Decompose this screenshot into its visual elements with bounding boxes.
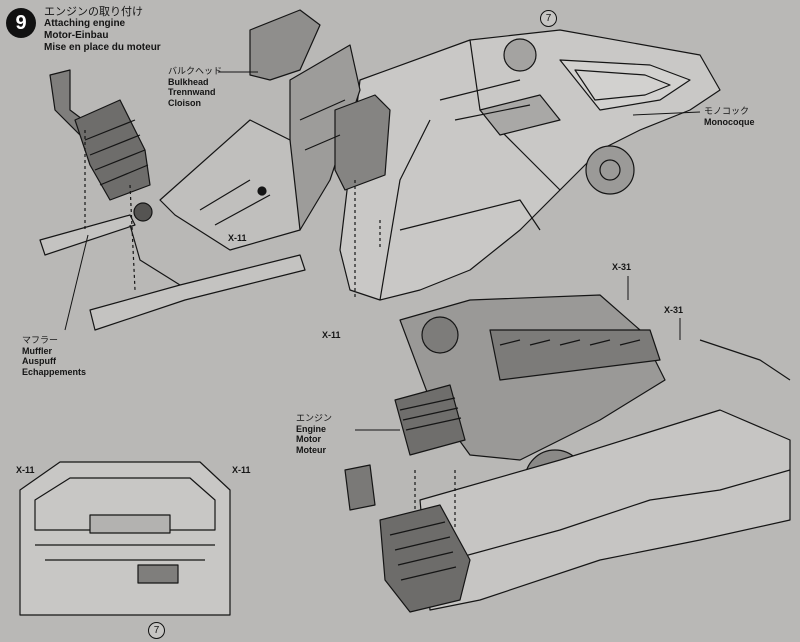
rear-view-inset xyxy=(19,461,231,616)
part-x11-tag: X-11 xyxy=(16,465,35,475)
part-x31-tag: X-31 xyxy=(612,262,632,272)
lower-chassis-drawing xyxy=(344,339,791,613)
upper-frame-drawing xyxy=(39,119,306,331)
monocoque-drawing xyxy=(339,29,721,301)
leader-lines xyxy=(64,71,701,431)
bulkhead-drawing xyxy=(249,9,391,231)
bulkhead-label: バルクヘッド Bulkhead Trennwand Cloison xyxy=(168,66,223,108)
part-x11-tag: X-11 xyxy=(228,233,247,243)
muffler-drawing xyxy=(49,69,153,222)
part-x11-tag: X-11 xyxy=(232,465,251,475)
part-x31-tag: X-31 xyxy=(664,305,684,315)
guide-lines xyxy=(84,130,456,530)
reference-callout: 7 xyxy=(540,10,557,27)
step-title-de: Motor-Einbau xyxy=(44,30,109,41)
reference-callout: 7 xyxy=(148,622,165,639)
step-title-block: エンジンの取り付け Attaching engine Motor-Einbau … xyxy=(44,6,161,54)
step-number-badge: 9 xyxy=(6,8,36,38)
part-x11-tag: X-11 xyxy=(322,330,341,340)
step-title-en: Attaching engine xyxy=(44,18,126,29)
monocoque-label: モノコック Monocoque xyxy=(704,106,755,127)
muffler-label: マフラー Muffler Auspuff Echappements xyxy=(22,335,87,377)
step-title-fr: Mise en place du moteur xyxy=(44,42,161,53)
engine-label: エンジン Engine Motor Moteur xyxy=(296,413,333,455)
step-title-ja: エンジンの取り付け xyxy=(44,6,143,18)
